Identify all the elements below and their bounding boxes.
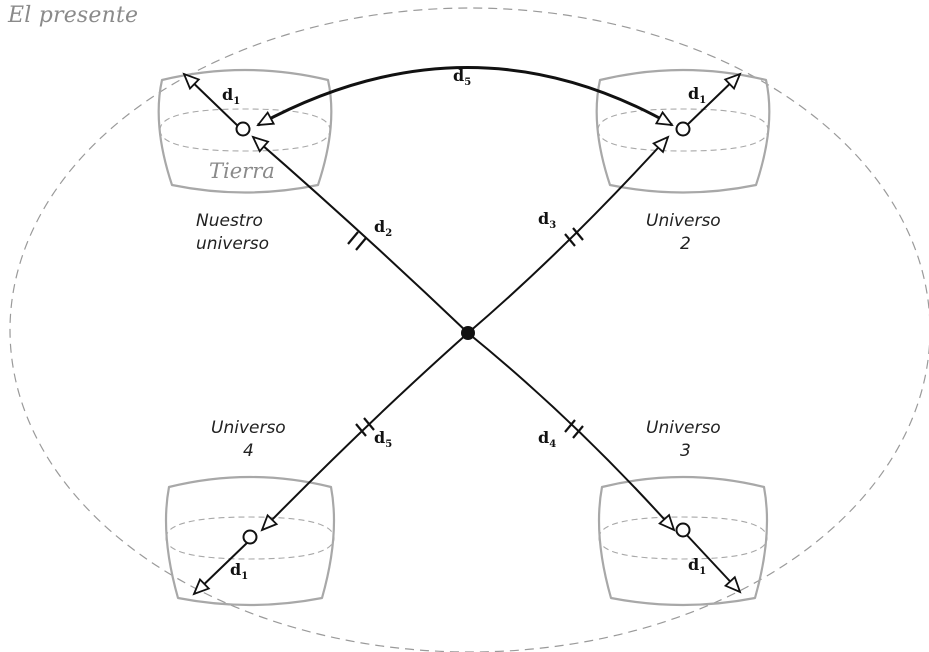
path-to-universe-4 bbox=[262, 333, 468, 530]
label-d4: d4 bbox=[538, 428, 556, 450]
observer-earth bbox=[237, 123, 250, 136]
label-d1-u2: d1 bbox=[688, 84, 706, 106]
svg-text:universo: universo bbox=[196, 234, 269, 254]
earth-label: Tierra bbox=[209, 159, 275, 183]
label-universe-4: Universo 4 bbox=[211, 418, 286, 461]
label-universe-3: Universo 3 bbox=[646, 418, 721, 461]
svg-text:Universo: Universo bbox=[646, 418, 721, 438]
label-d5-top: d5 bbox=[453, 66, 471, 88]
svg-text:Nuestro: Nuestro bbox=[196, 211, 263, 231]
label-d1-u4: d1 bbox=[230, 560, 248, 582]
observer-universe-2 bbox=[677, 123, 690, 136]
label-d3: d3 bbox=[538, 209, 556, 231]
origin-point bbox=[461, 326, 475, 340]
svg-text:2: 2 bbox=[680, 234, 691, 254]
observer-universe-3 bbox=[677, 524, 690, 537]
path-to-universe-3 bbox=[468, 333, 674, 530]
label-d1-ours: d1 bbox=[222, 85, 240, 107]
svg-text:3: 3 bbox=[680, 441, 691, 461]
path-to-universe-2 bbox=[468, 137, 668, 333]
label-d2: d2 bbox=[374, 217, 392, 239]
label-d5-lower: d5 bbox=[374, 428, 392, 450]
path-to-our-universe bbox=[253, 137, 468, 333]
observer-universe-4 bbox=[244, 531, 257, 544]
universe-3 bbox=[599, 477, 767, 605]
svg-text:Universo: Universo bbox=[211, 418, 286, 438]
label-universe-2: Universo 2 bbox=[646, 211, 721, 254]
label-our-universe: Nuestro universo bbox=[196, 211, 269, 254]
d1-arrow-u4 bbox=[194, 540, 250, 594]
svg-text:Universo: Universo bbox=[646, 211, 721, 231]
svg-text:4: 4 bbox=[243, 441, 254, 461]
